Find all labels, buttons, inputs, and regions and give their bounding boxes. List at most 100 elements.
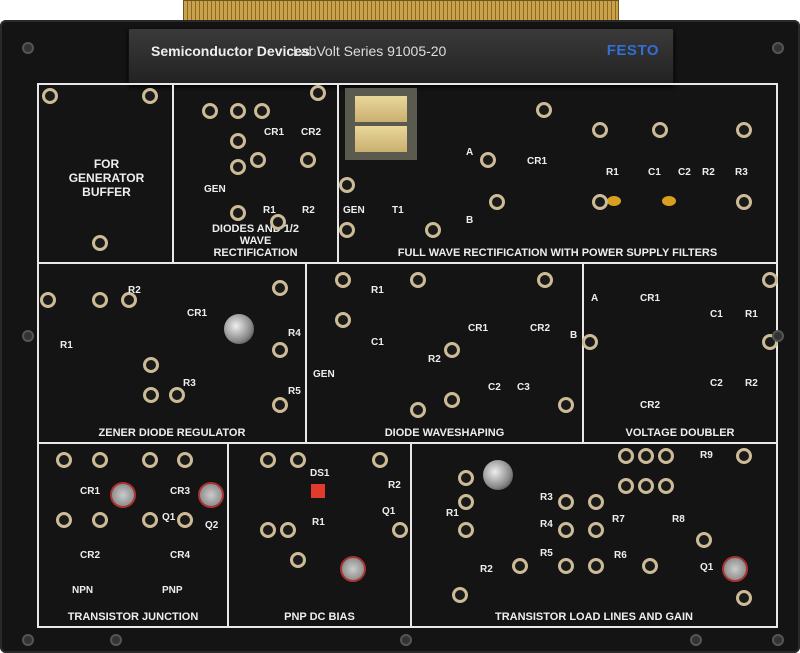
banana-jack[interactable]: [652, 122, 668, 138]
component-label: DS1: [310, 468, 330, 479]
banana-jack[interactable]: [250, 152, 266, 168]
banana-jack[interactable]: [270, 214, 286, 230]
banana-jack[interactable]: [489, 194, 505, 210]
banana-jack[interactable]: [658, 448, 674, 464]
component-label: CR1: [187, 308, 208, 319]
banana-jack[interactable]: [339, 222, 355, 238]
banana-jack[interactable]: [230, 159, 246, 175]
banana-jack[interactable]: [310, 85, 326, 101]
banana-jack[interactable]: [230, 205, 246, 221]
panel-title: FULL WAVE RECTIFICATION WITH POWER SUPPL…: [397, 247, 718, 259]
panel-title: ZENER DIODE REGULATOR: [98, 427, 246, 439]
banana-jack[interactable]: [658, 478, 674, 494]
banana-jack[interactable]: [736, 122, 752, 138]
banana-jack[interactable]: [410, 272, 426, 288]
banana-jack[interactable]: [588, 494, 604, 510]
screw: [772, 634, 784, 646]
banana-jack[interactable]: [260, 522, 276, 538]
banana-jack[interactable]: [558, 522, 574, 538]
banana-jack[interactable]: [230, 133, 246, 149]
banana-jack[interactable]: [177, 512, 193, 528]
banana-jack[interactable]: [588, 522, 604, 538]
banana-jack[interactable]: [736, 590, 752, 606]
banana-jack[interactable]: [638, 478, 654, 494]
banana-jack[interactable]: [272, 397, 288, 413]
banana-jack[interactable]: [592, 122, 608, 138]
banana-jack[interactable]: [582, 334, 598, 350]
banana-jack[interactable]: [762, 272, 778, 288]
banana-jack[interactable]: [177, 452, 193, 468]
banana-jack[interactable]: [142, 88, 158, 104]
banana-jack[interactable]: [260, 452, 276, 468]
banana-jack[interactable]: [425, 222, 441, 238]
banana-jack[interactable]: [638, 448, 654, 464]
banana-jack[interactable]: [444, 342, 460, 358]
banana-jack[interactable]: [56, 512, 72, 528]
banana-jack[interactable]: [480, 152, 496, 168]
banana-jack[interactable]: [143, 357, 159, 373]
banana-jack[interactable]: [537, 272, 553, 288]
banana-jack[interactable]: [392, 522, 408, 538]
banana-jack[interactable]: [202, 103, 218, 119]
component-label: B: [466, 215, 474, 226]
component-label: CR1: [640, 293, 661, 304]
potentiometer-knob[interactable]: [224, 314, 254, 344]
banana-jack[interactable]: [290, 452, 306, 468]
banana-jack[interactable]: [588, 558, 604, 574]
component-label: CR1: [264, 127, 285, 138]
component-label: R2: [428, 354, 441, 365]
banana-jack[interactable]: [335, 312, 351, 328]
banana-jack[interactable]: [272, 342, 288, 358]
banana-jack[interactable]: [452, 587, 468, 603]
banana-jack[interactable]: [458, 494, 474, 510]
panel-doubler: VOLTAGE DOUBLER: [582, 262, 778, 444]
banana-jack[interactable]: [736, 448, 752, 464]
banana-jack[interactable]: [458, 522, 474, 538]
banana-jack[interactable]: [536, 102, 552, 118]
banana-jack[interactable]: [592, 194, 608, 210]
component-label: C2: [488, 382, 501, 393]
component-label: GEN: [313, 369, 335, 380]
banana-jack[interactable]: [254, 103, 270, 119]
banana-jack[interactable]: [169, 387, 185, 403]
panel-title: DIODES AND 1/2 WAVE RECTIFICATION: [211, 223, 299, 259]
panel-title: TRANSISTOR LOAD LINES AND GAIN: [494, 611, 693, 623]
banana-jack[interactable]: [142, 452, 158, 468]
component-label: C2: [678, 167, 691, 178]
banana-jack[interactable]: [339, 177, 355, 193]
banana-jack[interactable]: [618, 478, 634, 494]
banana-jack[interactable]: [290, 552, 306, 568]
banana-jack[interactable]: [92, 452, 108, 468]
banana-jack[interactable]: [92, 512, 108, 528]
banana-jack[interactable]: [40, 292, 56, 308]
banana-jack[interactable]: [458, 470, 474, 486]
banana-jack[interactable]: [92, 292, 108, 308]
banana-jack[interactable]: [512, 558, 528, 574]
banana-jack[interactable]: [410, 402, 426, 418]
banana-jack[interactable]: [280, 522, 296, 538]
banana-jack[interactable]: [642, 558, 658, 574]
banana-jack[interactable]: [372, 452, 388, 468]
banana-jack[interactable]: [558, 494, 574, 510]
banana-jack[interactable]: [56, 452, 72, 468]
banana-jack[interactable]: [92, 235, 108, 251]
banana-jack[interactable]: [444, 392, 460, 408]
component-label: CR2: [530, 323, 551, 334]
banana-jack[interactable]: [272, 280, 288, 296]
brand-logo: FESTO: [606, 42, 659, 59]
banana-jack[interactable]: [736, 194, 752, 210]
banana-jack[interactable]: [335, 272, 351, 288]
banana-jack[interactable]: [558, 397, 574, 413]
potentiometer-knob[interactable]: [483, 460, 513, 490]
capacitor: [607, 196, 621, 206]
banana-jack[interactable]: [696, 532, 712, 548]
banana-jack[interactable]: [300, 152, 316, 168]
banana-jack[interactable]: [142, 512, 158, 528]
banana-jack[interactable]: [143, 387, 159, 403]
banana-jack[interactable]: [121, 292, 137, 308]
banana-jack[interactable]: [42, 88, 58, 104]
banana-jack[interactable]: [618, 448, 634, 464]
component-label: Q1: [162, 512, 176, 523]
banana-jack[interactable]: [230, 103, 246, 119]
banana-jack[interactable]: [558, 558, 574, 574]
